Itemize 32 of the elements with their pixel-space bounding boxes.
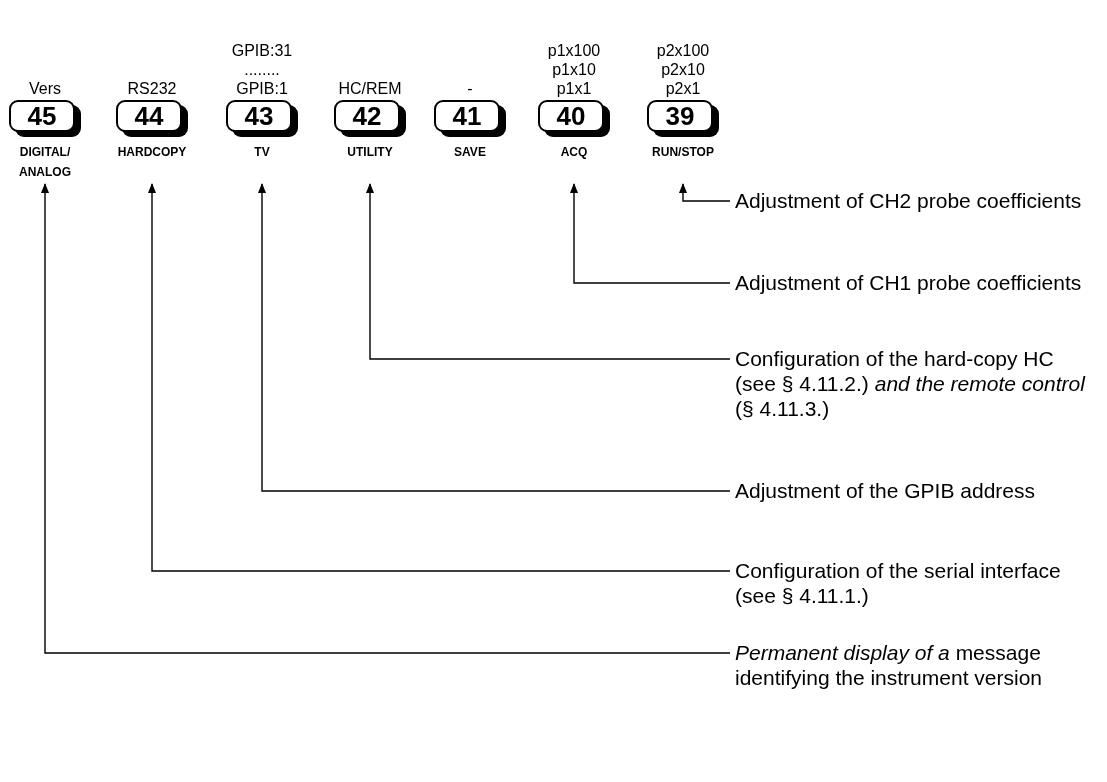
key-function-label: TV — [253, 144, 271, 161]
key-function-label: UTILITY — [346, 144, 394, 161]
key-setting-label: ........ — [244, 60, 280, 79]
key-setting-label: RS232 — [127, 79, 177, 98]
key-function-label: DIGITAL/ ANALOG — [18, 144, 72, 181]
description-text: Adjustment of CH1 probe coefficients — [735, 270, 1083, 295]
description-text: Adjustment of the GPIB address — [735, 478, 1036, 503]
key-function-label: HARDCOPY — [117, 144, 187, 161]
description-text: Adjustment of CH2 probe coefficients — [735, 188, 1083, 213]
leader-arrow — [366, 183, 731, 360]
key-function-label: ACQ — [559, 144, 589, 161]
key-setting-label: p2x10 — [661, 60, 705, 79]
key-function-label: RUN/STOP — [651, 144, 715, 161]
leader-arrow — [148, 183, 731, 572]
key-setting-label: p1x1 — [556, 79, 592, 98]
leader-arrow — [679, 183, 731, 202]
leader-arrow — [570, 183, 731, 284]
key-setting-label: GPIB:1 — [236, 79, 288, 98]
leader-arrow — [258, 183, 731, 492]
leader-arrow — [41, 183, 731, 654]
key-setting-label: p2x1 — [665, 79, 701, 98]
key-setting-label: GPIB:31 — [231, 41, 293, 60]
description-text: Configuration of the serial interface (see § 4.11.1.) — [735, 558, 1062, 608]
key-setting-label: Vers — [29, 79, 61, 98]
key-setting-label: HC/REM — [338, 79, 402, 98]
key-setting-label: p1x100 — [547, 41, 601, 60]
key-setting-label: p2x100 — [656, 41, 710, 60]
key-setting-label: - — [467, 79, 473, 98]
description-text: Configuration of the hard-copy HC (see § 4.11.2.) and the remote control (§ 4.11.3.) — [735, 346, 1087, 421]
key-setting-label: p1x10 — [552, 60, 596, 79]
description-text: Permanent display of a message identifying the instrument version — [735, 640, 1043, 690]
key-function-label: SAVE — [453, 144, 487, 161]
